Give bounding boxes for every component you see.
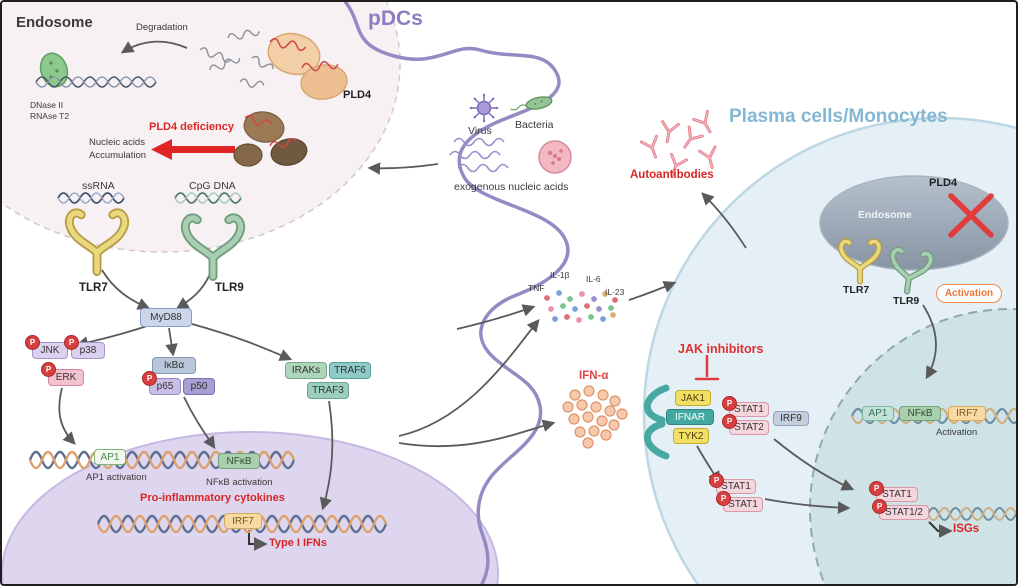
nfkb-activation-label: NFκB activation [206,477,273,488]
irf7-right-box: IRF7 [948,406,986,421]
pdc-membrane [343,2,570,584]
pld4-deficiency-label: PLD4 deficiency [149,121,234,133]
dna-helix-right-2 [927,507,1016,521]
phospho-badge: P [41,362,56,377]
il1b-label: IL-1β [550,270,570,280]
traf3-box: TRAF3 [307,382,349,399]
pdcs-title: pDCs [368,7,423,30]
cytokine-dots-icon [543,289,619,324]
phospho-badge: P [872,499,887,514]
phospho-badge: P [25,335,40,350]
exogenous-na-icon [449,137,509,173]
plasma-title: Plasma cells/Monocytes [729,106,948,127]
erk-box: ERK [48,369,84,386]
irf7-box: IRF7 [224,513,262,529]
irf9-box: IRF9 [773,411,809,426]
tlr9-right-label: TLR9 [893,295,920,307]
phospho-badge: P [64,335,79,350]
plasma-nucleus-shape [809,308,1016,584]
endosome-right-label: Endosome [858,209,912,221]
accumulated-nucleic-acids-icon [233,111,308,167]
jak1-box: JAK1 [675,390,711,406]
phospho-badge: P [869,481,884,496]
tlr9-receptor-icon-right [889,246,934,295]
ifn-alpha-cluster-icon [562,385,628,449]
stat1-box-a: STAT1 [729,402,769,417]
ap1-activation-label: AP1 activation [86,472,147,483]
nucleic-acids-label: Nucleic acids [89,137,145,148]
p50-box: p50 [183,378,215,395]
endosome-label: Endosome [16,14,93,31]
proinflammatory-label: Pro-inflammatory cytokines [140,492,285,504]
autoantibodies-label: Autoantibodies [630,169,714,181]
red-x-icon [948,193,994,238]
dnase-label: DNase II [30,100,64,110]
tnf-label: TNF [528,283,545,293]
pld4-protein-icon [267,32,348,100]
isgs-label: ISGs [953,523,980,535]
activation-right-label: Activation [936,427,978,438]
enzyme-icon [39,52,69,88]
ikba-box: IκBα [152,357,196,374]
bacteria-icon [510,96,553,111]
jak-inhibitors-label: JAK inhibitors [678,342,764,356]
ssrna-label: ssRNA [82,180,115,192]
nfkb-box: NFκB [218,453,260,469]
tlr7-receptor-icon [64,208,130,276]
plasma-endosome-shape [819,175,1009,271]
tlr7-receptor-icon-right [837,238,883,285]
cell-debris-icon [538,140,572,174]
il6-label: IL-6 [586,274,601,284]
phospho-badge: P [709,473,724,488]
dna-fragment-icons [199,29,274,88]
ap1-box: AP1 [94,449,126,465]
phospho-badge: P [716,491,731,506]
inhibition-icon [694,354,720,381]
ifna-label: IFN-α [579,370,609,382]
p65-box: p65 [149,378,181,395]
bacteria-label: Bacteria [515,119,554,131]
myd88-box: MyD88 [140,308,192,327]
cpg-dna-label: CpG DNA [189,180,236,192]
ifnar-box: IFNAR [666,409,714,425]
pld4-right-label: PLD4 [929,177,958,189]
ssrna-icon [57,192,125,204]
cpg-dna-icon [174,192,242,204]
flow-arrows [58,40,953,551]
jnk-box: JNK [32,342,68,359]
antibody-icons [639,109,717,177]
phospho-badge: P [722,396,737,411]
activation-pill: Activation [936,284,1002,303]
tlr7-right-label: TLR7 [843,284,870,296]
iraks-box: IRAKs [285,362,327,379]
type1-ifns-label: Type I IFNs [269,537,327,549]
pdc-nucleus-shape [2,431,499,584]
ap1-right-box: AP1 [862,406,894,421]
accumulation-arrow [151,139,235,160]
ifnar-receptor-icon [643,384,670,460]
accumulation-label: Accumulation [89,150,147,161]
traf6-box: TRAF6 [329,362,371,379]
virus-icon [469,93,499,123]
virus-label: Virus [468,125,492,137]
exogenous-label: exogenous nucleic acids [454,181,569,193]
tlr7-label: TLR7 [79,282,108,294]
degradation-label: Degradation [136,22,188,33]
il23-label: IL-23 [605,287,625,297]
nfkb-right-box: NFκB [899,406,941,421]
phospho-badge: P [722,414,737,429]
phospho-badge: P [142,371,157,386]
tlr9-receptor-icon [180,213,246,281]
dna-helix-icon [35,76,157,88]
rnase-label: RNAse T2 [30,111,70,121]
pld4-label: PLD4 [343,89,372,101]
tyk2-box: TYK2 [673,428,709,444]
tlr9-label: TLR9 [215,282,244,294]
